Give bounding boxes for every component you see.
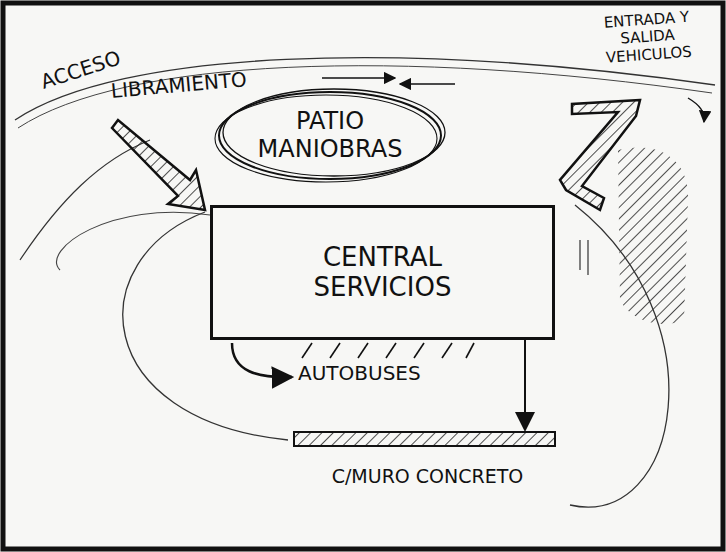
wall-hatch — [294, 432, 555, 446]
services-building: CENTRAL SERVICIOS — [210, 205, 555, 340]
access-arrow — [112, 120, 205, 210]
curved-arrow — [688, 98, 704, 122]
circulation-line — [57, 212, 210, 270]
circulation-line — [123, 212, 288, 440]
bus-bay-hatching — [302, 343, 474, 358]
plan-label: LIBRAMIENTO — [110, 68, 248, 103]
bus-flow-arrow — [232, 343, 292, 377]
ellipse-stroke — [219, 92, 441, 179]
road-line — [20, 140, 150, 260]
plan-label: ENTRADA Y SALIDA VEHICULOS — [585, 7, 710, 67]
node-text: PATIO MANIOBRAS — [245, 108, 415, 163]
frame — [3, 3, 723, 549]
node-text: C/MURO CONCRETO — [332, 466, 524, 488]
node-text: CENTRAL SERVICIOS — [288, 243, 478, 303]
flow-arrow — [524, 340, 526, 430]
hatched-zone — [618, 147, 688, 323]
plan-label: AUTOBUSES — [298, 362, 421, 385]
circulation-line — [570, 205, 669, 507]
road-line — [18, 66, 712, 128]
concrete-wall: C/MURO CONCRETO — [290, 430, 565, 494]
sketch-stroke — [580, 240, 588, 275]
direction-arrow — [400, 83, 455, 84]
ellipse-stroke — [215, 95, 437, 182]
maneuver-yard: PATIO MANIOBRAS — [215, 88, 445, 183]
direction-arrow — [322, 77, 395, 78]
ellipse-stroke — [223, 89, 445, 176]
